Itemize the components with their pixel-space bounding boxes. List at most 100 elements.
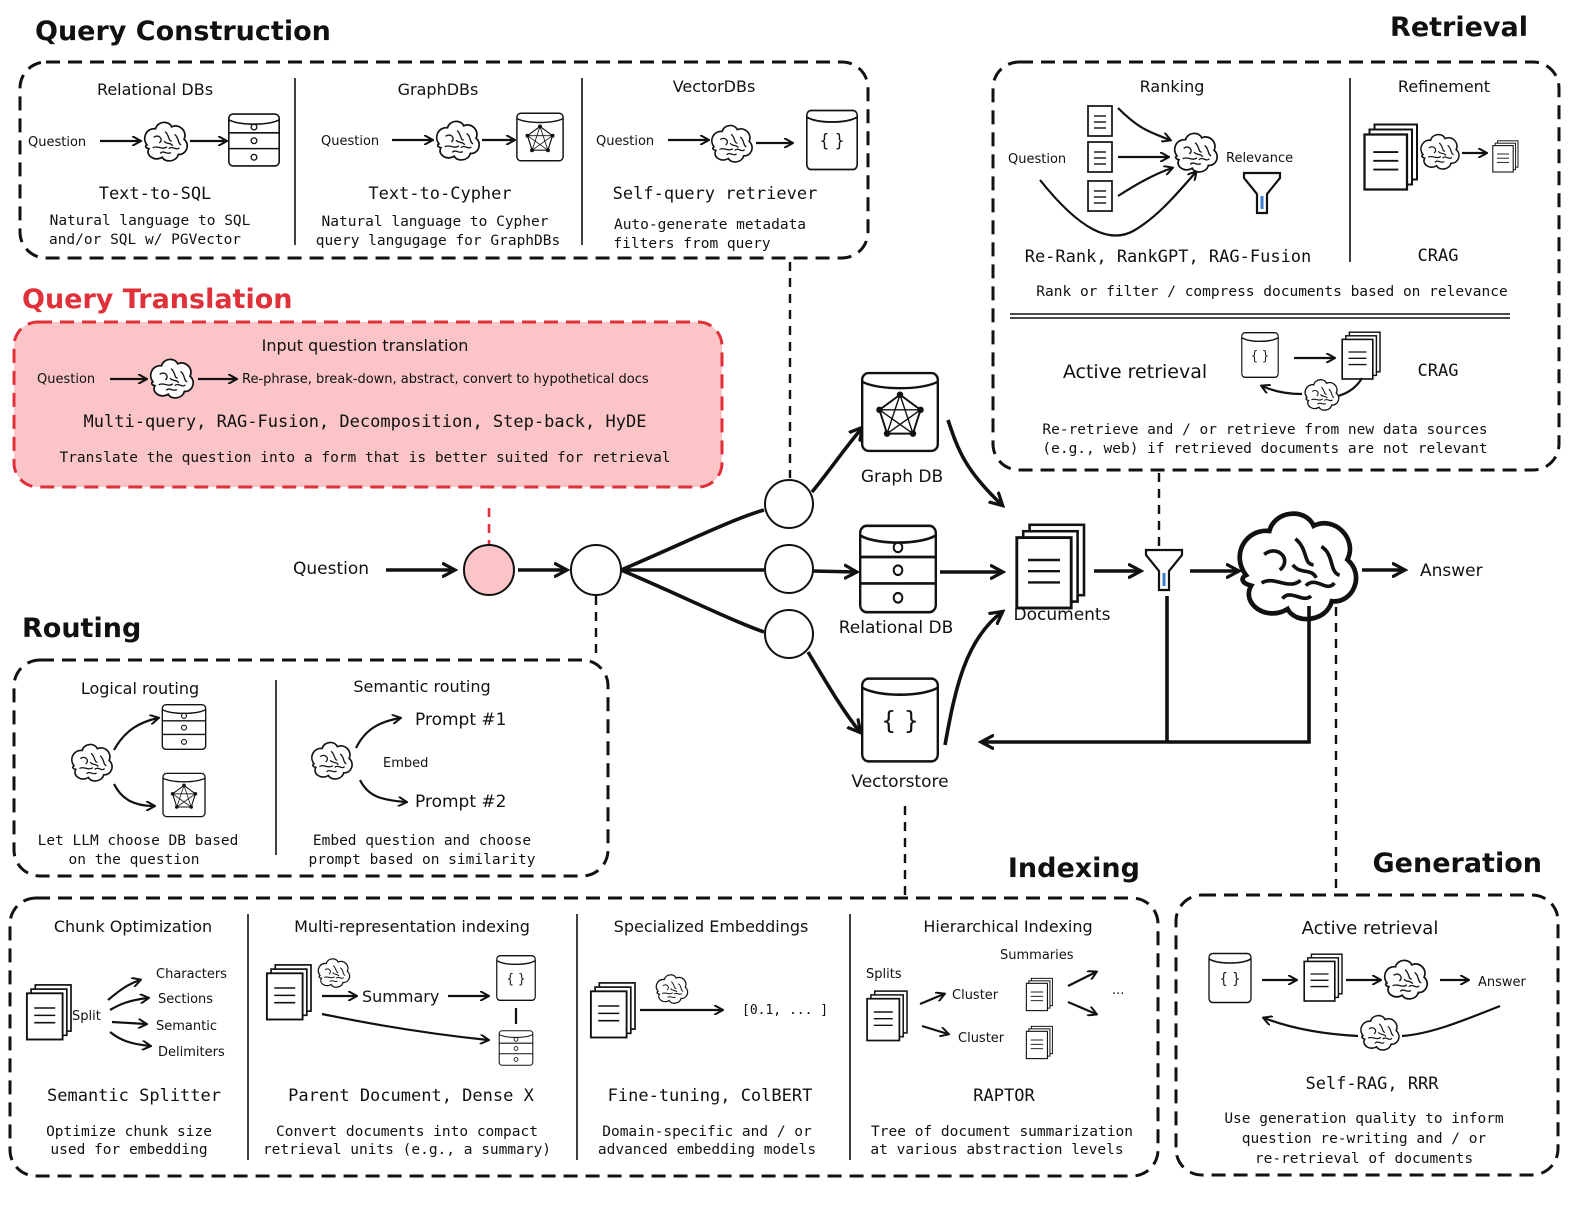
refinement-header: Refinement <box>1398 77 1490 96</box>
document-stack-icon <box>1025 1025 1053 1060</box>
database-icon <box>858 524 938 614</box>
graph-desc-line1: Natural language to Cypher <box>322 214 549 230</box>
document-icon <box>1087 141 1113 173</box>
documents-label: Documents <box>1014 605 1111 625</box>
multi-representation-header: Multi-representation indexing <box>294 917 530 936</box>
document-stack-icon <box>589 981 636 1039</box>
vectorstore-label: Vectorstore <box>851 772 948 792</box>
retrieval-box <box>991 60 1561 472</box>
document-stack-icon <box>866 990 908 1042</box>
question-label: Question <box>37 372 95 387</box>
document-stack-icon <box>1303 953 1343 1002</box>
relational-desc-line1: Natural language to SQL <box>50 213 251 229</box>
brain-icon <box>1304 379 1340 411</box>
brain-icon <box>317 958 351 988</box>
brain-icon <box>311 741 353 780</box>
logical-routing-desc-line1: Let LLM choose DB based <box>38 833 239 849</box>
hierarchical-indexing-header: Hierarchical Indexing <box>923 917 1092 936</box>
retrieval-section: Retrieval Ranking Question Relevance Re-… <box>991 12 1561 472</box>
embed-label: Embed <box>383 756 428 771</box>
routing-title: Routing <box>22 613 141 644</box>
indexing-title: Indexing <box>1008 853 1140 884</box>
hierarchical-desc-line1: Tree of document summarization <box>871 1124 1133 1140</box>
vectorstore-icon <box>860 677 940 763</box>
ellipsis-label: ... <box>1112 983 1124 998</box>
vectordbs-header: VectorDBs <box>673 77 756 96</box>
generation-desc-line1: Use generation quality to inform <box>1224 1111 1504 1127</box>
database-icon <box>228 113 280 167</box>
prompt-2-label: Prompt #2 <box>415 792 506 812</box>
document-icon <box>1087 180 1113 212</box>
chunk-optimization-header: Chunk Optimization <box>54 917 212 936</box>
document-stack-icon <box>1363 123 1419 191</box>
active-retrieval-method: CRAG <box>1418 361 1459 381</box>
semantic-routing-desc-line1: Embed question and choose <box>313 833 531 849</box>
query-construction-section: Query Construction Relational DBs Questi… <box>18 16 870 260</box>
brain-icon <box>1360 1014 1400 1051</box>
chunk-option: Semantic <box>156 1019 217 1034</box>
fine-tuning-label: Fine-tuning, ColBERT <box>608 1086 813 1106</box>
indexing-box <box>8 896 1160 1178</box>
translation-methods: Multi-query, RAG-Fusion, Decomposition, … <box>84 412 647 432</box>
filter-icon <box>1144 548 1184 592</box>
embedding-vector-label: [0.1, ... ] <box>742 1003 828 1018</box>
graph-db-icon <box>861 371 939 453</box>
routing-box <box>12 658 610 878</box>
brain-icon <box>1240 514 1356 619</box>
rank-filter-desc: Rank or filter / compress documents base… <box>1036 284 1507 300</box>
vector-desc-line1: Auto-generate metadata <box>614 217 806 233</box>
hierarchical-desc-line2: at various abstraction levels <box>870 1142 1123 1158</box>
semantic-routing-desc-line2: prompt based on similarity <box>309 852 536 868</box>
translation-operations: Re-phrase, break-down, abstract, convert… <box>242 372 649 387</box>
brain-icon <box>655 974 689 1004</box>
active-retrieval-desc-line2: (e.g., web) if retrieved documents are n… <box>1042 441 1487 457</box>
document-stack-icon <box>1015 523 1086 610</box>
chunk-option: Characters <box>156 967 227 982</box>
active-retrieval-desc-line1: Re-retrieve and / or retrieve from new d… <box>1042 422 1487 438</box>
brain-icon <box>1420 133 1460 170</box>
self-query-retriever-label: Self-query retriever <box>613 184 818 204</box>
query-construction-node <box>764 609 814 659</box>
brain-icon <box>71 743 113 782</box>
question-label: Question <box>321 134 379 149</box>
graph-db-icon <box>162 772 206 818</box>
document-stack-icon <box>1025 977 1053 1012</box>
relational-db-label: Relational DB <box>839 618 954 638</box>
text-to-cypher-label: Text-to-Cypher <box>368 184 511 204</box>
brain-icon <box>1173 132 1219 173</box>
splits-label: Splits <box>866 967 902 982</box>
multirep-desc-line2: retrieval units (e.g., a summary) <box>263 1142 551 1158</box>
generation-desc-line3: re-retrieval of documents <box>1255 1151 1473 1167</box>
brain-icon <box>143 121 189 162</box>
query-translation-box <box>12 320 724 489</box>
document-stack-icon <box>1341 331 1381 380</box>
database-icon <box>161 703 207 751</box>
input-question-translation-header: Input question translation <box>262 336 469 355</box>
document-stack-icon <box>265 963 312 1021</box>
indexing-section: Indexing Chunk Optimization Split Charac… <box>8 853 1160 1178</box>
translation-node <box>463 544 515 596</box>
chunk-desc-line2: used for embedding <box>50 1142 207 1158</box>
main-flow: Question Graph DB Relational DB Vectorst… <box>293 262 1483 896</box>
relational-desc-line2: and/or SQL w/ PGVector <box>49 232 241 248</box>
graph-db-icon <box>516 112 564 162</box>
routing-node <box>570 544 622 596</box>
vectorstore-icon <box>1208 952 1252 1004</box>
query-translation-title: Query Translation <box>22 284 293 315</box>
graph-db-label: Graph DB <box>861 467 943 487</box>
document-stack-icon <box>1492 140 1519 173</box>
prompt-1-label: Prompt #1 <box>415 710 506 730</box>
active-retrieval-label: Active retrieval <box>1063 361 1207 383</box>
self-rag-label: Self-RAG, RRR <box>1305 1074 1439 1094</box>
refinement-method: CRAG <box>1418 246 1459 266</box>
generation-title: Generation <box>1373 848 1542 879</box>
parent-document-label: Parent Document, Dense X <box>288 1086 534 1106</box>
vector-desc-line2: filters from query <box>613 236 770 252</box>
retrieval-title: Retrieval <box>1390 12 1528 43</box>
brain-icon <box>711 124 753 163</box>
query-construction-node <box>764 544 814 594</box>
semantic-routing-header: Semantic routing <box>353 677 490 696</box>
raptor-label: RAPTOR <box>973 1086 1035 1106</box>
